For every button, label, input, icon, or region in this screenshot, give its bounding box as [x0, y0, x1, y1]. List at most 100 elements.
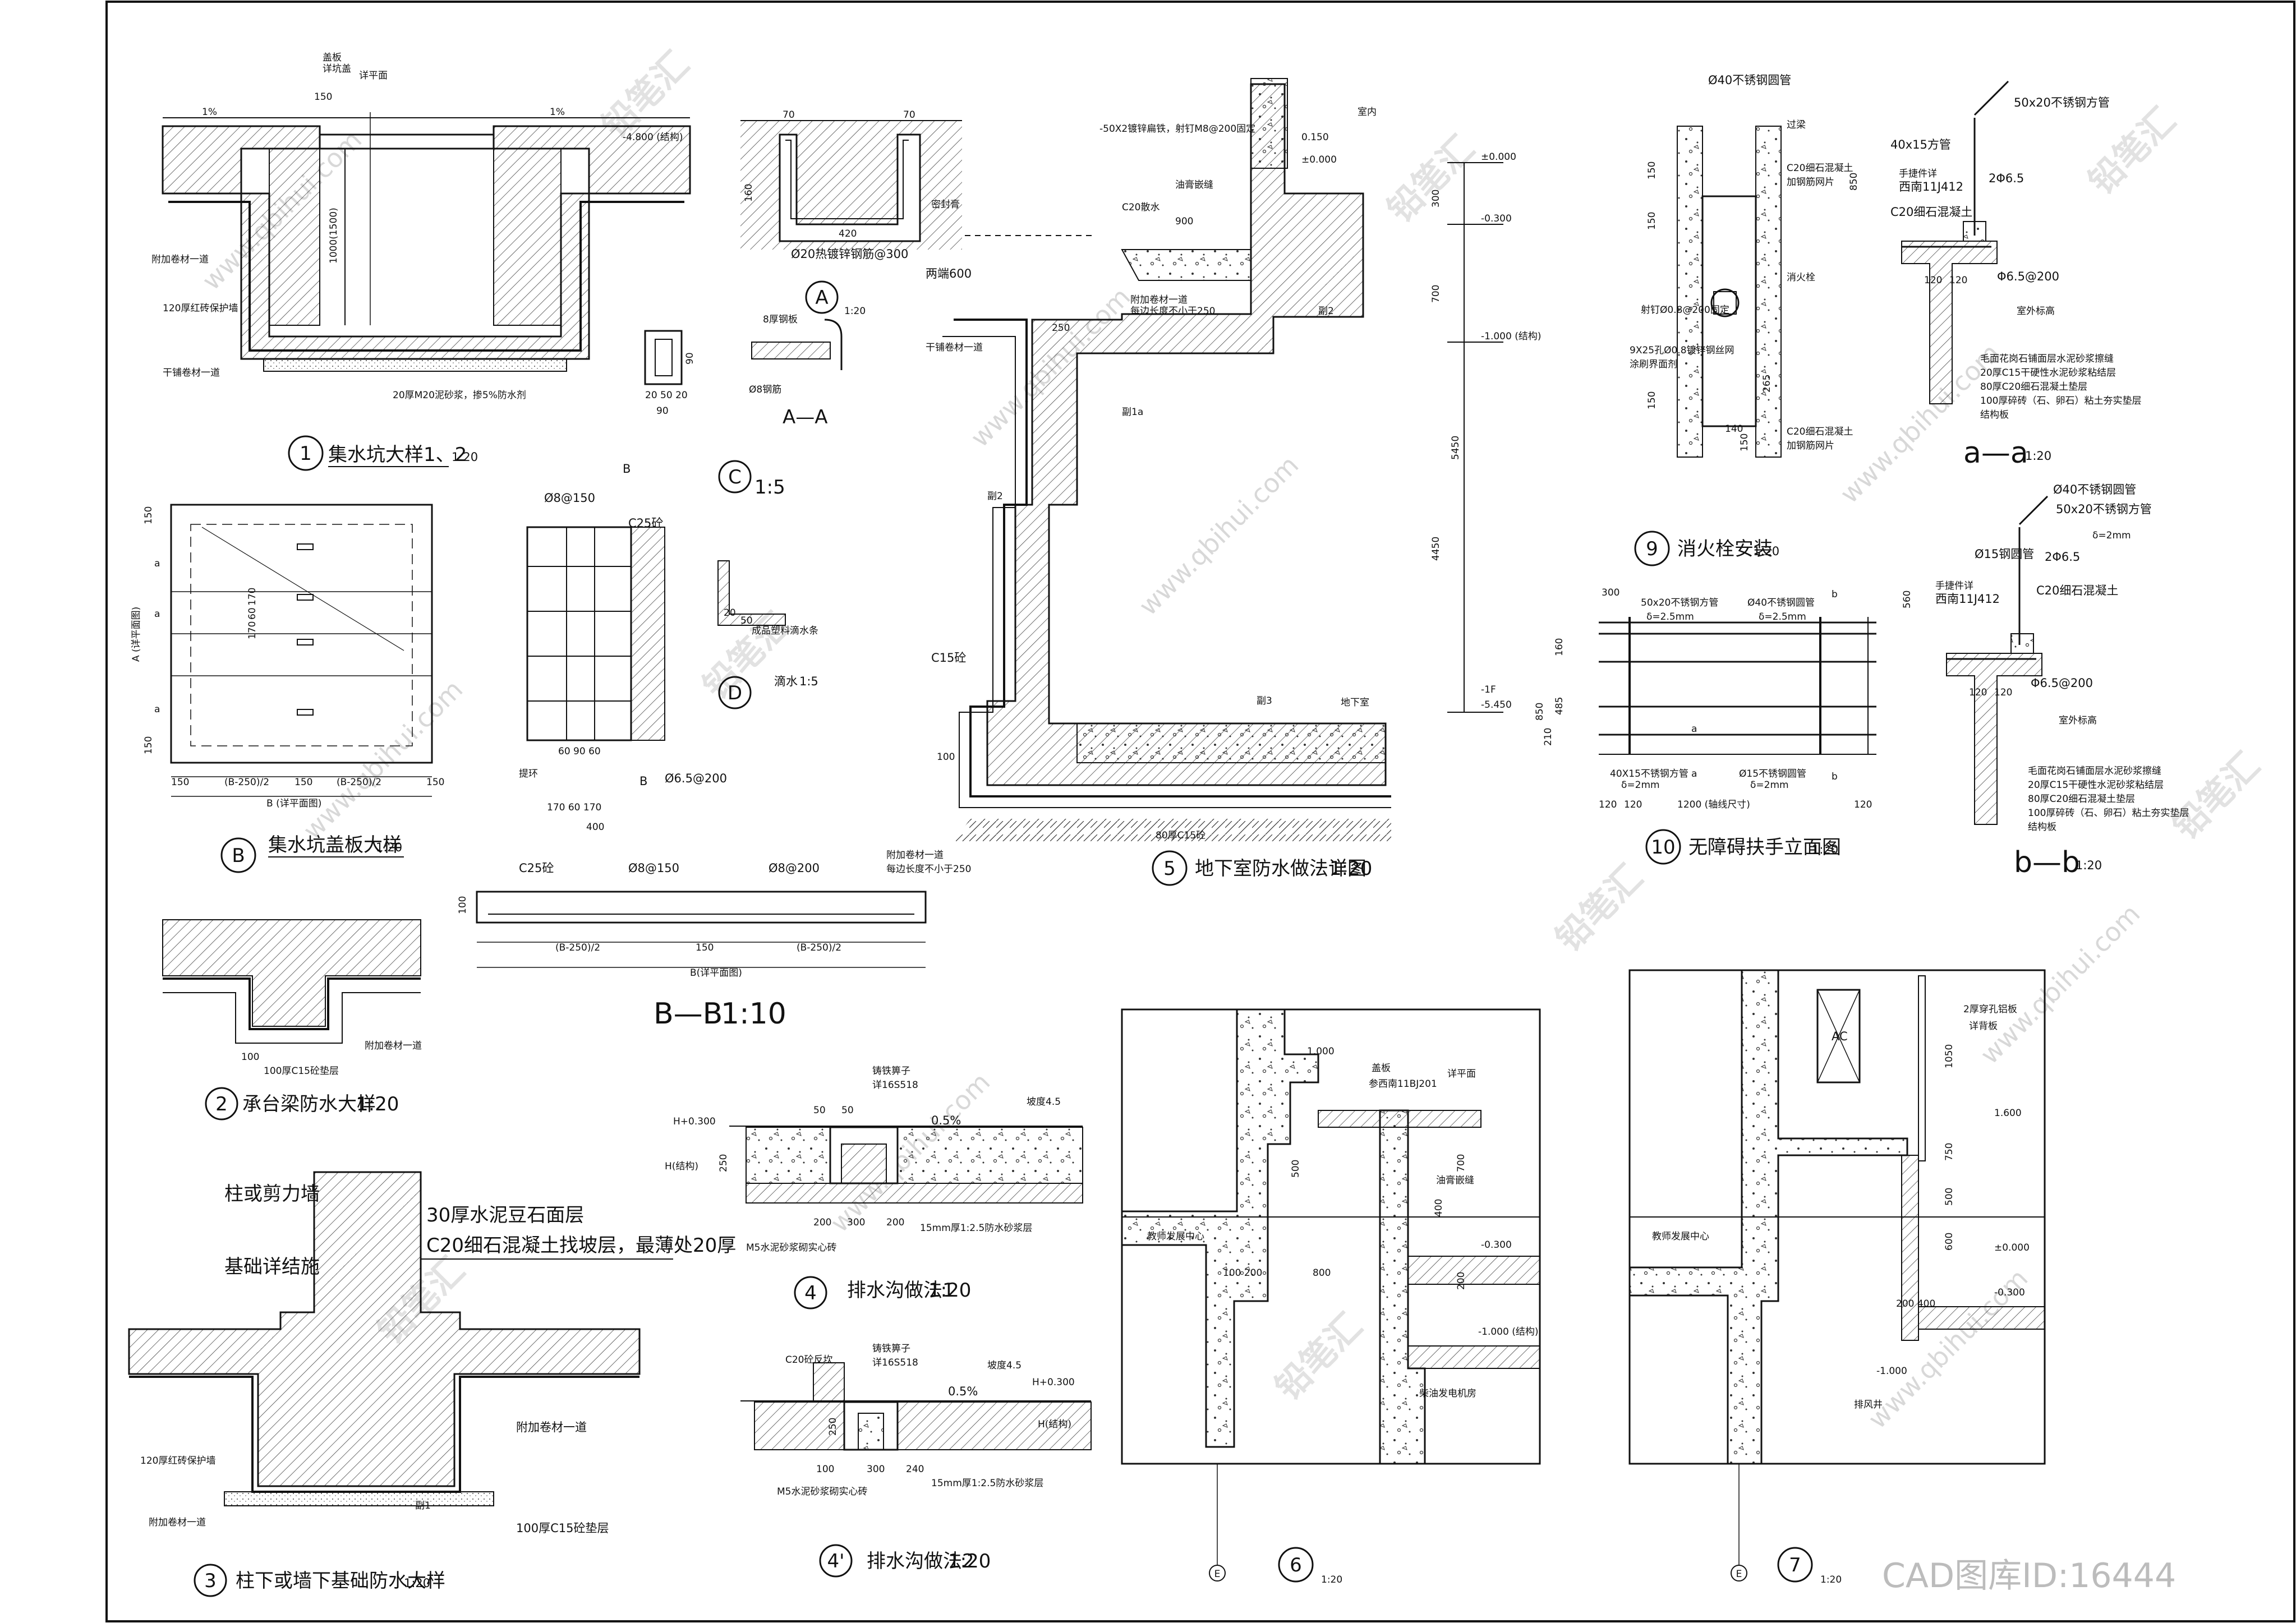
label: 80厚C15砼: [1156, 830, 1205, 841]
watermark-brand: 铅笔汇: [2165, 744, 2267, 847]
label: 150: [314, 91, 332, 103]
label: 提环: [519, 768, 538, 780]
detail-title: 滴水: [774, 675, 798, 688]
label: 铸铁箅子: [872, 1343, 910, 1354]
label: 结构板: [1980, 409, 2009, 421]
label: 150: [171, 777, 189, 788]
label: 120: [1969, 687, 1987, 698]
label: (B-250)/2: [224, 777, 269, 788]
label: 120: [1949, 275, 1967, 286]
label: A (详平面图): [131, 607, 142, 662]
label: 柴油发电机房: [1419, 1388, 1476, 1399]
label: b: [1832, 771, 1838, 782]
label: 250: [718, 1154, 729, 1172]
label: 副2: [1318, 306, 1334, 317]
label: 850: [1848, 173, 1860, 191]
label: 详平面: [359, 70, 388, 81]
cover-section-long: [476, 891, 927, 924]
label: C25砼: [519, 861, 554, 875]
label: 室外标高: [2059, 715, 2097, 726]
label: 排风井: [1854, 1399, 1883, 1410]
label: 100厚C15砼垫层: [264, 1066, 339, 1077]
label: 毛面花岗石铺面层水泥砂浆擦缝: [2028, 766, 2161, 777]
detail-7: AC E 2厚穿孔铝板 详背板 1.600 ±0.000 -0.300 -1.0…: [1628, 969, 2046, 1585]
detail-letter-circle: [805, 280, 839, 314]
detail-number-circle: [194, 1564, 227, 1597]
label: 200: [1456, 1272, 1467, 1290]
detail-scale: 1:20: [1820, 1574, 1842, 1585]
label: 120厚红砖保护墙: [140, 1455, 215, 1467]
label: B: [639, 774, 647, 788]
detail-number: 5: [1163, 857, 1176, 880]
label: 150: [696, 942, 714, 953]
pit-cover: [319, 133, 495, 150]
label: 700: [1430, 285, 1442, 303]
label: 50x20不锈钢方管: [2014, 96, 2110, 109]
detail-title: 无障碍扶手立面图: [1688, 836, 1841, 859]
label: 100厚碎砖（石、卵石）粘土夯实垫层: [1980, 395, 2141, 407]
label: 9X25孔Ø0.8镀锌钢丝网: [1630, 345, 1734, 356]
label: 300: [867, 1464, 885, 1475]
label: 副1: [415, 1500, 431, 1511]
pit-wall-l: [269, 148, 320, 326]
label: 教师发展中心: [1147, 1231, 1204, 1242]
label: 消火栓: [1787, 272, 1815, 283]
label: δ=2mm: [1750, 780, 1789, 791]
label: 详背板: [1969, 1021, 1998, 1032]
label: 每边长度不小于250: [1130, 306, 1215, 317]
axis-bubble: [1209, 1565, 1226, 1581]
label: 500: [1944, 1188, 1955, 1206]
axis-bubble: [1731, 1565, 1747, 1581]
watermark-brand: 铅笔汇: [2081, 99, 2183, 202]
label: H+0.300: [1032, 1377, 1075, 1388]
label: 300: [847, 1217, 865, 1228]
label: 详16S518: [872, 1357, 918, 1368]
label: 油膏嵌缝: [1175, 179, 1213, 191]
label: Ø15钢圆管: [1975, 547, 2034, 561]
label: 15mm厚1:2.5防水砂浆层: [931, 1478, 1043, 1489]
detail-number-circle: [794, 1276, 827, 1310]
label: 100厚C15砼垫层: [516, 1521, 609, 1535]
label: a: [154, 608, 160, 620]
elevation-scale: ±0.000 -0.300 -1.000 (结构) -1F -5.450 300…: [1430, 151, 1541, 713]
label: 120: [1599, 799, 1617, 810]
label: 附加卷材一道: [365, 1040, 422, 1052]
detail-B-cover-plan: 150 150 a a a 170 60 170 (B-250)/2 150 (…: [131, 504, 444, 873]
label: 50: [813, 1105, 826, 1116]
label: 300: [1430, 190, 1442, 208]
detail-number-circle: [288, 435, 324, 471]
label: a: [154, 558, 160, 569]
label: 100厚碎砖（石、卵石）粘土夯实垫层: [2028, 808, 2189, 819]
label: B: [623, 462, 631, 476]
label: (B-250)/2: [337, 777, 381, 788]
detail-scale: 1:20: [452, 450, 478, 464]
label: 80厚C20细石混凝土垫层: [2028, 794, 2135, 805]
label: b: [1832, 589, 1838, 600]
label: a: [1691, 723, 1697, 735]
label: 手捷件详: [1935, 580, 1973, 592]
detail-title: 消火栓安装: [1677, 538, 1773, 560]
label: 160: [743, 184, 754, 202]
label: (B-250)/2: [555, 942, 600, 953]
label: 2Φ6.5: [1989, 172, 2024, 185]
label: -1F: [1481, 684, 1496, 695]
watermark-site: www.qbihui.com: [1133, 450, 1305, 621]
label: Ø20热镀锌钢筋@300: [791, 247, 908, 261]
label: 600: [1944, 1233, 1955, 1251]
label: E: [1736, 1569, 1742, 1580]
detail-number: 7: [1789, 1554, 1801, 1576]
label: 240: [906, 1464, 924, 1475]
label: 2Φ6.5: [2045, 550, 2080, 564]
label: 500: [1290, 1160, 1301, 1178]
pit-base: [263, 358, 567, 372]
label: 8厚钢板: [763, 314, 798, 325]
detail-letter: C: [728, 466, 742, 488]
label: 附加卷材一道: [151, 254, 209, 265]
detail-4-drain: H+0.300 H(结构) 0.5% 坡度4.5 铸铁箅子 详16S518 25…: [665, 1066, 1083, 1310]
label: 560: [1902, 591, 1913, 608]
label: 油膏嵌缝: [1436, 1174, 1474, 1186]
label: 60: [247, 607, 258, 620]
label: 150: [1739, 434, 1750, 451]
label: -50X2镀锌扁铁，射钉M8@200固定: [1099, 123, 1255, 135]
label: B(详平面图): [690, 967, 742, 979]
